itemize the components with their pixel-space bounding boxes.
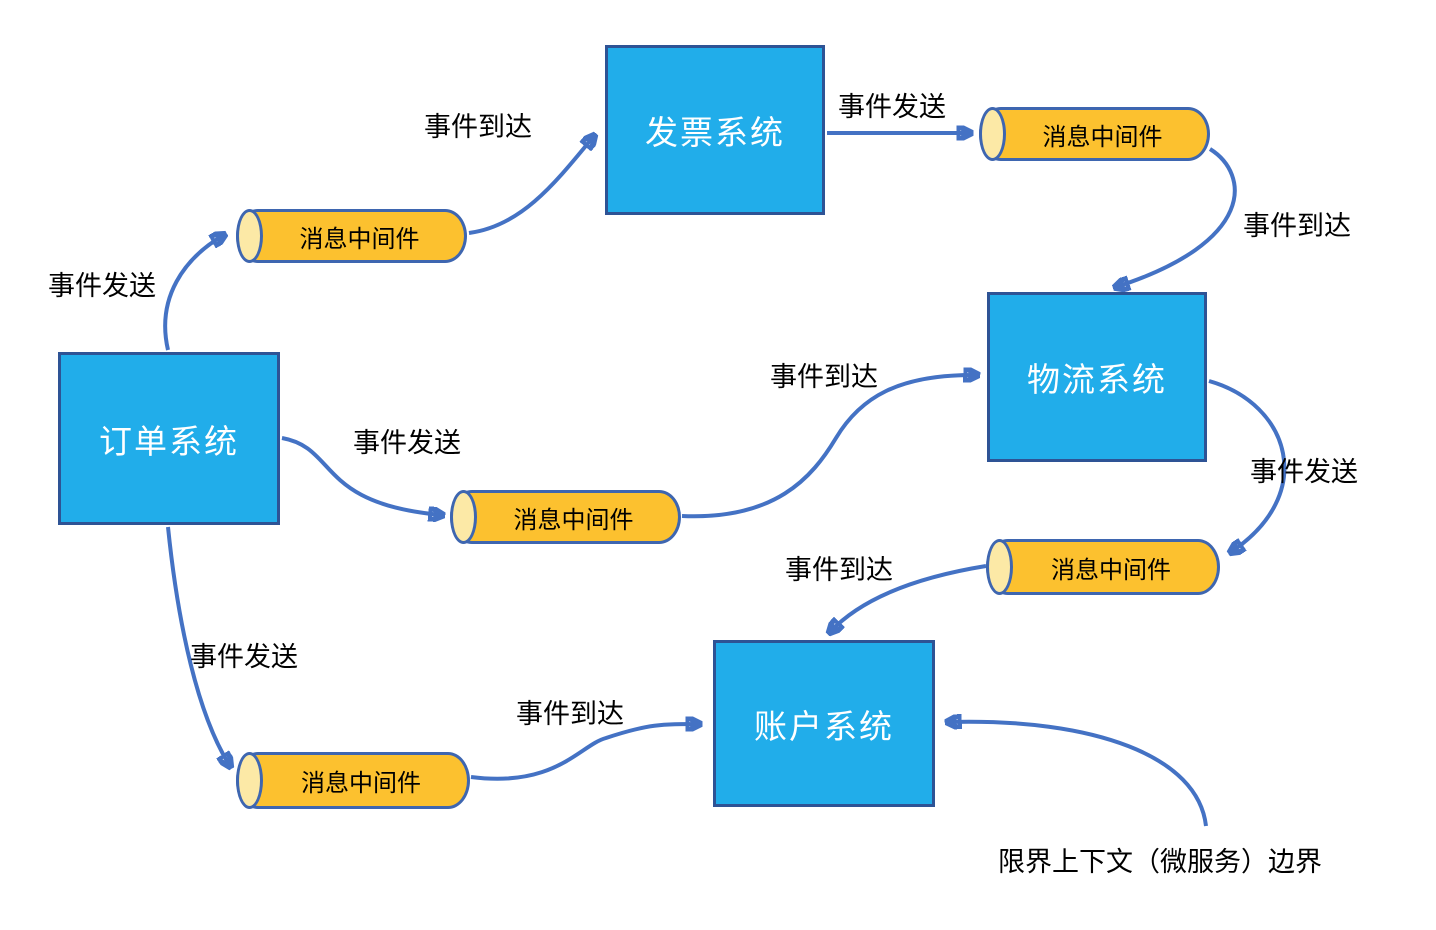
edge-annotation-to-account — [948, 722, 1208, 827]
edge-label-mw-bottom-left-to-account: 事件到达 — [516, 699, 624, 729]
edge-label-mw-middle-to-logistics: 事件到达 — [770, 362, 878, 392]
node-order-system: 订单系统 — [58, 352, 280, 525]
node-invoice-system-label: 发票系统 — [645, 114, 785, 151]
cylinder-cap — [986, 539, 1013, 595]
edge-mw-bottom-left-to-account — [470, 724, 699, 781]
node-mw-top-left-label: 消息中间件 — [299, 225, 420, 253]
edge-order-to-mw-top-left — [163, 235, 224, 351]
node-mw-bottom-left-label: 消息中间件 — [301, 770, 421, 797]
node-account-system-label: 账户系统 — [754, 707, 894, 745]
node-mw-right-lower-label: 消息中间件 — [1051, 556, 1171, 584]
edge-label-mw-top-left-to-invoice: 事件到达 — [424, 112, 532, 142]
edge-mw-top-right-to-logistics — [1116, 147, 1237, 287]
node-mw-bottom-left: 消息中间件 — [236, 752, 470, 809]
cylinder-cap — [236, 209, 263, 263]
edge-order-to-mw-bottom-left — [166, 526, 230, 766]
edge-order-to-mw-middle — [281, 436, 442, 515]
edge-label-mw-right-lower-to-account: 事件到达 — [785, 555, 893, 585]
node-order-system-label: 订单系统 — [99, 422, 239, 460]
cylinder-cap — [236, 752, 263, 809]
annotation-bounded-context: 限界上下文（微服务）边界 — [998, 847, 1322, 877]
node-account-system: 账户系统 — [713, 640, 935, 807]
node-logistics-system: 物流系统 — [987, 292, 1207, 462]
node-mw-middle: 消息中间件 — [450, 490, 681, 544]
edge-label-order-to-mw-top-left: 事件发送 — [48, 271, 156, 301]
edge-label-mw-top-right-to-logistics: 事件到达 — [1243, 211, 1351, 241]
edge-label-logistics-to-mw-right-lower: 事件发送 — [1250, 457, 1358, 487]
node-logistics-system-label: 物流系统 — [1027, 361, 1167, 398]
cylinder-cap — [979, 107, 1006, 161]
edge-label-order-to-mw-bottom-left: 事件发送 — [190, 642, 298, 672]
node-invoice-system: 发票系统 — [605, 45, 825, 215]
node-mw-top-right: 消息中间件 — [979, 107, 1210, 161]
node-mw-middle-label: 消息中间件 — [513, 506, 634, 534]
node-mw-right-lower: 消息中间件 — [986, 539, 1220, 595]
edge-label-order-to-mw-middle: 事件发送 — [353, 428, 461, 458]
edge-mw-right-lower-to-account — [830, 564, 987, 632]
edge-mw-middle-to-logistics — [681, 375, 977, 519]
node-mw-top-left: 消息中间件 — [236, 209, 467, 263]
cylinder-cap — [450, 490, 477, 544]
edge-logistics-to-mw-right-lower — [1208, 379, 1287, 552]
edge-mw-top-left-to-invoice — [468, 136, 594, 235]
node-mw-top-right-label: 消息中间件 — [1042, 123, 1163, 151]
edge-label-invoice-to-mw-top-right: 事件发送 — [838, 92, 946, 122]
